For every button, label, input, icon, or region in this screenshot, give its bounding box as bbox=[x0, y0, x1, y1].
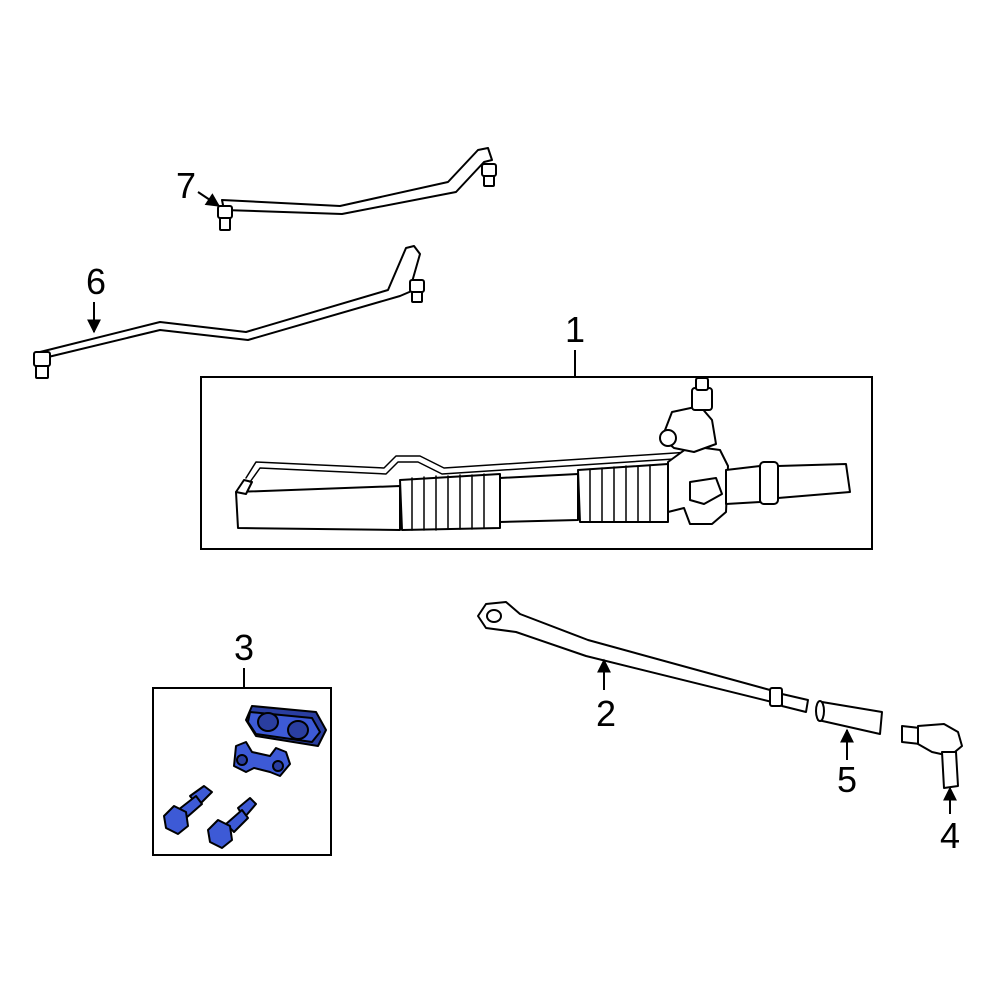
bolt-1-icon bbox=[163, 785, 213, 835]
callout-4-number: 4 bbox=[940, 815, 960, 856]
callout-6-number: 6 bbox=[86, 261, 106, 302]
callout-5-number: 5 bbox=[837, 759, 857, 800]
callout-7-leader bbox=[197, 191, 221, 207]
callout-1-number: 1 bbox=[565, 309, 585, 350]
callout-5: 5 bbox=[837, 728, 857, 800]
callout-6: 6 bbox=[86, 261, 106, 334]
steering-gear-rack-icon[interactable] bbox=[235, 377, 851, 531]
inner-tie-rod-icon[interactable] bbox=[477, 601, 809, 713]
mounting-plate-icon bbox=[245, 705, 327, 747]
callout-1: 1 bbox=[565, 309, 585, 377]
return-line-icon[interactable] bbox=[217, 147, 497, 231]
callout-7-number: 7 bbox=[176, 165, 196, 206]
callout-2-number: 2 bbox=[596, 693, 616, 734]
callout-3: 3 bbox=[234, 627, 254, 688]
outer-tie-rod-end-icon[interactable] bbox=[901, 723, 963, 789]
mounting-bracket-icon bbox=[233, 741, 291, 777]
callout-2: 2 bbox=[596, 658, 616, 734]
callout-3-number: 3 bbox=[234, 627, 254, 668]
adjusting-sleeve-icon[interactable] bbox=[815, 700, 883, 735]
mounting-hardware-kit-icon[interactable] bbox=[163, 705, 327, 849]
pressure-line-icon[interactable] bbox=[33, 245, 425, 379]
callout-7: 7 bbox=[176, 165, 221, 207]
bolt-2-icon bbox=[207, 797, 257, 849]
callout-4: 4 bbox=[940, 786, 960, 856]
